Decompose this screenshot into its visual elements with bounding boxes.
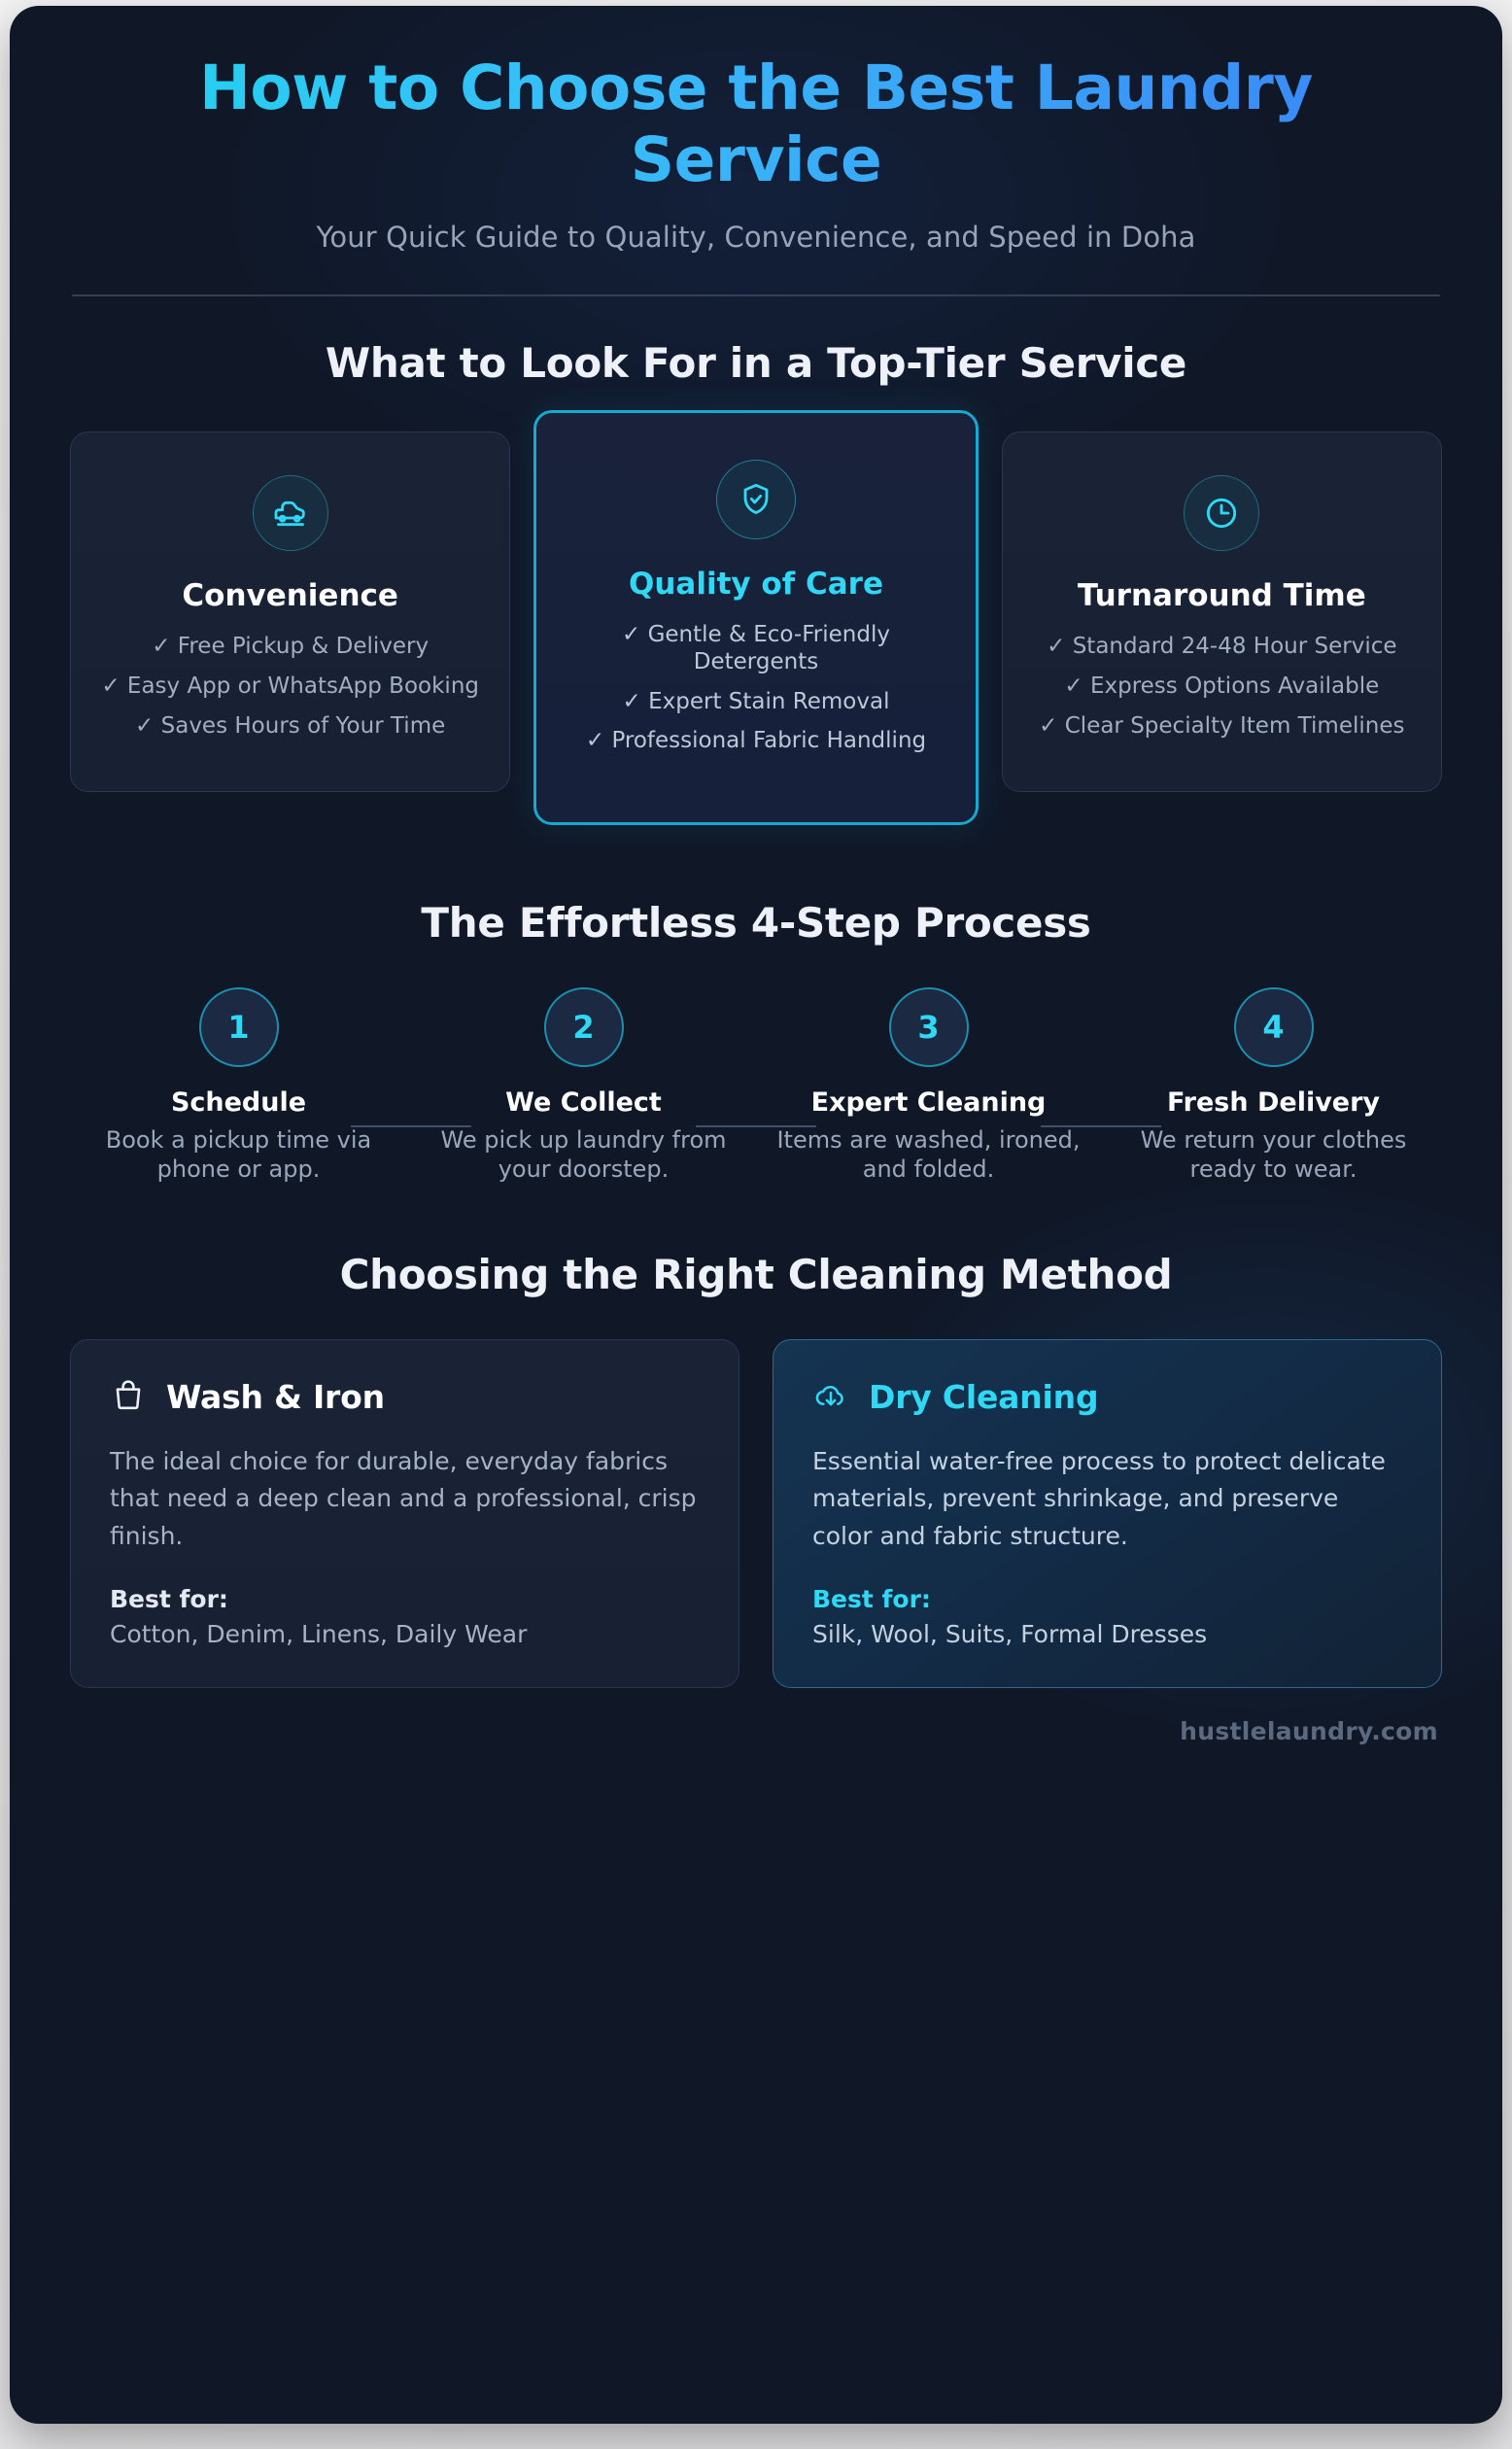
step-connector-line <box>696 1124 816 1127</box>
header: How to Choose the Best Laundry Service Y… <box>10 6 1502 254</box>
process-step-list: 1 Schedule Book a pickup time via phone … <box>10 986 1502 1185</box>
feature-item: ✓ Saves Hours of Your Time <box>135 712 446 739</box>
step-description: We return your clothes ready to wear. <box>1140 1126 1407 1184</box>
step-number-badge: 1 <box>198 986 279 1067</box>
method-card-header: Wash & Iron <box>110 1377 700 1418</box>
feature-item: ✓ Gentle & Eco-Friendly Detergents <box>622 622 890 674</box>
shopping-bag-icon <box>110 1377 147 1418</box>
page-title: How to Choose the Best Laundry Service <box>72 52 1440 195</box>
feature-item-list: ✓ Free Pickup & Delivery ✓ Easy App or W… <box>96 634 484 740</box>
feature-item: ✓ Express Options Available <box>1064 673 1380 699</box>
feature-card-title: Convenience <box>182 578 398 614</box>
feature-item: ✓ Standard 24-48 Hour Service <box>1047 634 1397 660</box>
step-description: Items are washed, ironed, and folded. <box>776 1126 1081 1184</box>
step-title: Schedule <box>170 1087 307 1118</box>
method-best-for-value: Silk, Wool, Suits, Formal Dresses <box>812 1619 1208 1648</box>
methods-heading: Choosing the Right Cleaning Method <box>339 1250 1173 1298</box>
feature-item: ✓ Expert Stain Removal <box>622 688 890 714</box>
feature-item-list: ✓ Gentle & Eco-Friendly Detergents ✓ Exp… <box>562 622 949 754</box>
method-best-for-label: Best for: <box>812 1584 931 1613</box>
footer-site-label: hustlelaundry.com <box>1180 1716 1438 1745</box>
process-heading: The Effortless 4-Step Process <box>421 898 1091 947</box>
step-number-badge: 4 <box>1233 986 1314 1067</box>
infographic-page: How to Choose the Best Laundry Service Y… <box>10 6 1502 2424</box>
feature-card-list: Convenience ✓ Free Pickup & Delivery ✓ E… <box>10 410 1502 825</box>
feature-card-quality-of-care: Quality of Care ✓ Gentle & Eco-Friendly … <box>533 410 979 825</box>
step-number-badge: 2 <box>543 986 624 1067</box>
process-step: 1 Schedule Book a pickup time via phone … <box>66 986 471 1185</box>
step-title: Expert Cleaning <box>810 1087 1047 1118</box>
step-number-badge: 3 <box>888 986 969 1067</box>
step-connector-line <box>351 1124 471 1127</box>
feature-item: ✓ Easy App or WhatsApp Booking <box>101 673 479 699</box>
feature-card-turnaround-time: Turnaround Time ✓ Standard 24-48 Hour Se… <box>1001 431 1442 793</box>
feature-item-list: ✓ Standard 24-48 Hour Service ✓ Express … <box>1028 634 1416 740</box>
method-card-list: Wash & Iron The ideal choice for durable… <box>10 1338 1502 1688</box>
method-card-header: Dry Cleaning <box>812 1377 1402 1418</box>
step-connector-line <box>1041 1124 1161 1127</box>
process-step: 3 Expert Cleaning Items are washed, iron… <box>756 986 1161 1185</box>
method-best-for-label: Best for: <box>110 1584 228 1613</box>
shield-check-icon <box>715 460 796 540</box>
method-card-title: Wash & Iron <box>166 1378 385 1417</box>
process-step: 4 Fresh Delivery We return your clothes … <box>1101 986 1446 1185</box>
step-title: We Collect <box>505 1087 662 1118</box>
step-description: We pick up laundry from your doorstep. <box>440 1126 727 1184</box>
method-card-body: The ideal choice for durable, everyday f… <box>110 1446 697 1551</box>
method-card-body: Essential water-free process to protect … <box>812 1446 1386 1551</box>
feature-card-convenience: Convenience ✓ Free Pickup & Delivery ✓ E… <box>70 431 511 793</box>
car-delivery-icon <box>252 475 328 552</box>
cloud-download-icon <box>812 1377 849 1418</box>
method-card-wash-and-iron: Wash & Iron The ideal choice for durable… <box>70 1338 739 1688</box>
process-step: 2 We Collect We pick up laundry from you… <box>411 986 816 1185</box>
page-subtitle: Your Quick Guide to Quality, Convenience… <box>316 221 1196 255</box>
step-description: Book a pickup time via phone or app. <box>105 1126 372 1184</box>
feature-item: ✓ Free Pickup & Delivery <box>152 634 430 660</box>
method-card-dry-cleaning: Dry Cleaning Essential water-free proces… <box>773 1338 1442 1688</box>
method-card-title: Dry Cleaning <box>869 1378 1099 1417</box>
header-divider <box>72 294 1440 297</box>
method-best-for-value: Cotton, Denim, Linens, Daily Wear <box>110 1619 528 1648</box>
feature-item: ✓ Clear Specialty Item Timelines <box>1039 712 1405 739</box>
feature-card-title: Turnaround Time <box>1077 578 1366 614</box>
clock-icon <box>1184 475 1260 552</box>
features-heading: What to Look For in a Top-Tier Service <box>325 339 1187 388</box>
feature-card-title: Quality of Care <box>629 567 883 603</box>
feature-item: ✓ Professional Fabric Handling <box>585 728 927 754</box>
step-title: Fresh Delivery <box>1166 1087 1381 1118</box>
